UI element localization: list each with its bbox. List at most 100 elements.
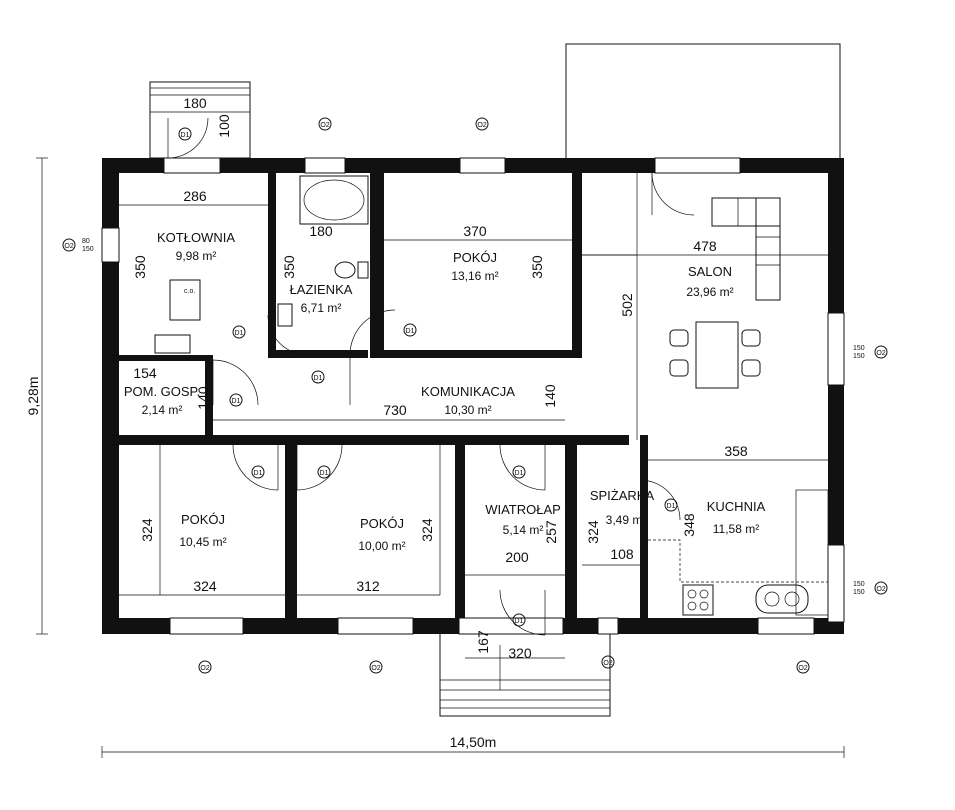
terrace-outline — [565, 43, 841, 158]
window-tag-bottom-mid: O2 — [369, 660, 383, 674]
room-salon-area: 23,96 m² — [686, 285, 733, 299]
svg-text:D1: D1 — [406, 328, 415, 335]
room-kotlownia-name: KOTŁOWNIA — [157, 230, 235, 245]
kitchen-stove — [682, 584, 714, 616]
sofa — [711, 197, 781, 301]
svg-text:348: 348 — [681, 513, 697, 537]
svg-text:D1: D1 — [181, 132, 190, 139]
room-wiatrolap-name: WIATROŁAP — [485, 502, 561, 517]
svg-text:D1: D1 — [254, 470, 263, 477]
svg-text:D1: D1 — [515, 470, 524, 477]
room-spizarka-name: SPIŻARKA — [590, 488, 655, 503]
exterior-walls — [102, 158, 844, 634]
svg-text:180: 180 — [183, 95, 207, 111]
svg-text:200: 200 — [505, 549, 529, 565]
room-pokoj-mid-area: 10,00 m² — [358, 539, 405, 553]
svg-text:320: 320 — [508, 645, 532, 661]
svg-text:O2: O2 — [64, 243, 73, 250]
window-tag-pokoj: O2 — [475, 117, 489, 131]
bottom-steps — [439, 631, 611, 717]
overall-height-label: 9,28m — [25, 377, 41, 416]
svg-text:D1: D1 — [667, 503, 676, 510]
svg-text:324: 324 — [585, 520, 601, 544]
svg-text:108: 108 — [610, 546, 634, 562]
window-tag-bath: O2 — [318, 117, 332, 131]
svg-text:150: 150 — [853, 589, 865, 596]
room-spizarka-area: 3,49 m² — [606, 513, 647, 527]
room-pokoj-left-area: 10,45 m² — [179, 535, 226, 549]
kitchen-sink — [755, 584, 809, 614]
room-komunikacja-area: 10,30 m² — [444, 403, 491, 417]
room-pokoj-mid-name: POKÓJ — [360, 516, 404, 531]
top-steps — [149, 81, 251, 159]
bathtub — [299, 175, 369, 225]
svg-text:154: 154 — [133, 365, 157, 381]
svg-text:150: 150 — [853, 581, 865, 588]
svg-text:O2: O2 — [876, 586, 885, 593]
room-lazienka-name: ŁAZIENKA — [290, 282, 353, 297]
svg-text:150: 150 — [853, 353, 865, 360]
svg-text:O2: O2 — [477, 122, 486, 129]
svg-text:324: 324 — [419, 518, 435, 542]
svg-text:140: 140 — [542, 384, 558, 408]
svg-text:730: 730 — [383, 402, 407, 418]
svg-text:350: 350 — [529, 255, 545, 279]
svg-text:257: 257 — [543, 520, 559, 544]
svg-text:324: 324 — [139, 518, 155, 542]
door-tags: D1 D1 D1 D1 D1 D1 D1 D1 D1 D1 — [178, 127, 678, 627]
room-komunikacja-name: KOMUNIKACJA — [421, 384, 515, 399]
room-pokoj-top-area: 13,16 m² — [451, 269, 498, 283]
svg-text:167: 167 — [475, 630, 491, 654]
room-kotlownia-area: 9,98 m² — [176, 249, 217, 263]
svg-text:140: 140 — [195, 386, 211, 410]
room-pom-gosp-name: POM. GOSP. — [124, 384, 200, 399]
room-labels: KOTŁOWNIA 9,98 m² ŁAZIENKA 6,71 m² POKÓJ… — [124, 230, 766, 553]
svg-text:350: 350 — [132, 255, 148, 279]
boiler: c.o. — [154, 279, 201, 354]
svg-text:150: 150 — [853, 345, 865, 352]
room-pom-gosp-area: 2,14 m² — [142, 403, 183, 417]
svg-text:D1: D1 — [232, 398, 241, 405]
svg-text:180: 180 — [309, 223, 333, 239]
window-tag-bottom-left: O2 — [198, 660, 212, 674]
room-wiatrolap-area: 5,14 m² — [503, 523, 544, 537]
room-salon-name: SALON — [688, 264, 732, 279]
svg-text:350: 350 — [281, 255, 297, 279]
overall-width-label: 14,50m — [450, 734, 497, 750]
windows — [101, 157, 845, 635]
svg-text:150: 150 — [82, 246, 94, 253]
svg-text:O2: O2 — [200, 665, 209, 672]
dining-table — [669, 321, 761, 389]
svg-text:324: 324 — [193, 578, 217, 594]
dimension-labels: 180 100 286 180 370 478 350 350 350 502 … — [25, 95, 748, 750]
svg-text:100: 100 — [216, 114, 232, 138]
room-kuchnia-name: KUCHNIA — [707, 499, 766, 514]
dimension-lines — [36, 111, 845, 758]
svg-text:D1: D1 — [235, 330, 244, 337]
room-lazienka-area: 6,71 m² — [301, 301, 342, 315]
room-outlines — [119, 173, 829, 616]
window-tag-bottom-kitchen: O2 — [796, 660, 810, 674]
room-kuchnia-area: 11,58 m² — [713, 522, 759, 536]
svg-text:D1: D1 — [314, 375, 323, 382]
interior-walls — [119, 173, 648, 620]
svg-text:O2: O2 — [603, 660, 612, 667]
svg-text:O2: O2 — [798, 665, 807, 672]
svg-text:370: 370 — [463, 223, 487, 239]
boiler-label: c.o. — [184, 288, 195, 295]
svg-text:D1: D1 — [320, 470, 329, 477]
svg-text:O2: O2 — [371, 665, 380, 672]
window-tag-bottom-spiz: O2 — [601, 655, 615, 669]
svg-text:O2: O2 — [320, 122, 329, 129]
svg-text:312: 312 — [356, 578, 380, 594]
svg-text:502: 502 — [619, 293, 635, 317]
svg-text:358: 358 — [724, 443, 748, 459]
svg-text:80: 80 — [82, 238, 90, 245]
svg-text:286: 286 — [183, 188, 207, 204]
room-pokoj-left-name: POKÓJ — [181, 512, 225, 527]
